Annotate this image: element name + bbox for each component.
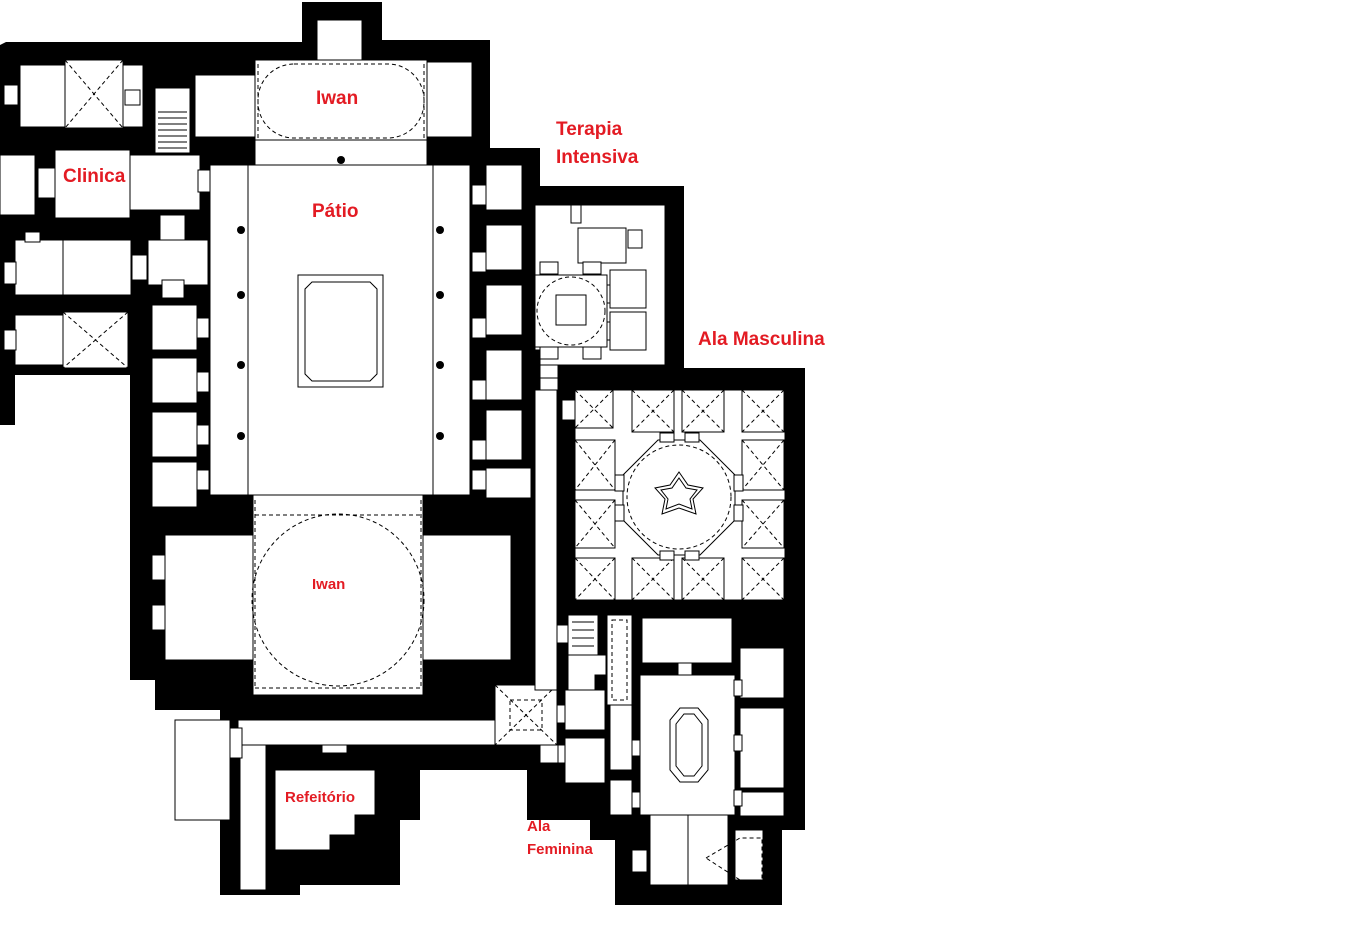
iwan-north-label: Iwan [316, 88, 359, 109]
iwan-north [194, 19, 473, 166]
ala-feminina-label-line1: Ala [527, 818, 551, 835]
patio-side-cells [151, 164, 532, 508]
iwan-south [151, 494, 512, 696]
terapia-label-line1: Terapia [556, 119, 623, 140]
ala-feminina [539, 614, 785, 886]
terapia-intensiva [534, 204, 666, 379]
patio [209, 164, 471, 504]
refeitorio-label: Refeitório [285, 789, 356, 806]
refeitorio [274, 744, 376, 851]
ala-masculina-label: Ala Masculina [698, 329, 825, 350]
clinica-wing [0, 59, 211, 369]
clinica-label: Clinica [63, 166, 126, 187]
iwan-south-label: Iwan [312, 576, 346, 593]
corridors [174, 377, 559, 891]
terapia-label-line2: Intensiva [556, 147, 639, 168]
ala-masculina [561, 389, 786, 601]
patio-label: Pátio [312, 201, 359, 222]
ala-feminina-label-line2: Feminina [527, 841, 593, 858]
